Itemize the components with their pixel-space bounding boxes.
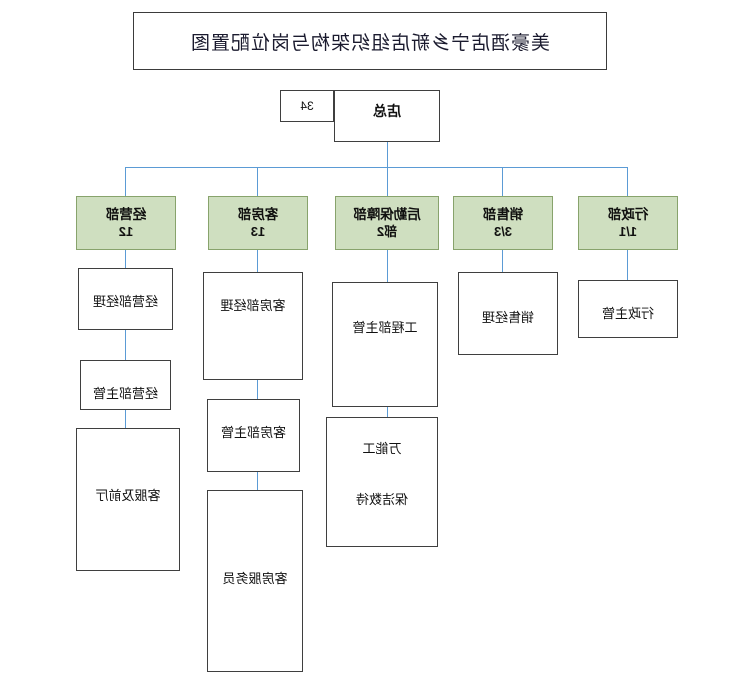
- connector-bus-to-dept-5: [124, 167, 126, 196]
- dept-jingying-count: 12: [118, 224, 134, 239]
- connector-jingying-3: [124, 410, 126, 428]
- dept-xiaoshou[interactable]: 销售部 3/3: [453, 196, 553, 250]
- dept-kefang-label: 客房部: [237, 207, 279, 222]
- node-root[interactable]: 店总: [334, 90, 440, 142]
- chart-title-box: 美豪酒店宁乡新店组织架构与岗位配置图: [133, 12, 607, 70]
- pos-kefu-qianting-label: 客服及前厅: [95, 488, 161, 503]
- connector-bus-to-dept-3: [386, 167, 388, 196]
- pos-gongcheng-zhuguan-label: 工程部主管: [352, 320, 418, 335]
- connector-jingying-2: [124, 330, 126, 360]
- connector-root-down: [386, 142, 388, 168]
- pos-kefu-qianting[interactable]: 客服及前厅: [76, 428, 180, 571]
- dept-xiaoshou-count: 3/3: [493, 224, 513, 239]
- connector-kefang-2: [256, 380, 258, 399]
- connector-xingzheng-1: [626, 250, 628, 280]
- dept-kefang[interactable]: 客房部 13: [208, 196, 308, 250]
- dept-houqin[interactable]: 后勤保障部 部2: [335, 196, 439, 250]
- connector-bus-to-dept-1: [626, 167, 628, 196]
- pos-jingying-zhuguan-label: 经营部主管: [93, 386, 159, 401]
- root-headcount-badge: 34: [280, 90, 334, 122]
- dept-houqin-label: 后勤保障部: [353, 207, 421, 222]
- pos-wannenggong-label: 万能工: [362, 441, 402, 456]
- connector-jingying-1: [124, 250, 126, 268]
- dept-houqin-count: 部2: [376, 224, 398, 239]
- pos-baojie-label: 保洁数待: [356, 492, 409, 507]
- connector-xiaoshou-1: [501, 250, 503, 272]
- pos-jingying-zhuguan[interactable]: 经营部主管: [80, 360, 171, 410]
- pos-kefang-zhuguan[interactable]: 客房部主管: [207, 399, 300, 472]
- dept-xingzheng[interactable]: 行政部 1/1: [578, 196, 678, 250]
- dept-jingying-label: 经营部: [105, 207, 147, 222]
- dept-jingying[interactable]: 经营部 12: [76, 196, 176, 250]
- node-root-label: 店总: [373, 103, 401, 119]
- pos-xingzheng-zhuguan-label: 行政主管: [602, 306, 655, 321]
- connector-horizontal-bus: [126, 167, 628, 169]
- connector-bus-to-dept-2: [501, 167, 503, 196]
- pos-kefang-jingli-label: 客房部经理: [220, 298, 286, 313]
- dept-xingzheng-label: 行政部: [607, 207, 649, 222]
- pos-kefang-jingli[interactable]: 客房部经理: [203, 272, 303, 380]
- connector-houqin-2: [386, 407, 388, 417]
- page-title: 美豪酒店宁乡新店组织架构与岗位配置图: [190, 32, 551, 54]
- pos-houqin-staff[interactable]: 万能工 保洁数待: [326, 417, 438, 547]
- connector-houqin-1: [386, 250, 388, 282]
- pos-xingzheng-zhuguan[interactable]: 行政主管: [578, 280, 678, 338]
- pos-jingying-jingli[interactable]: 经营部经理: [78, 268, 173, 330]
- pos-kefang-fuwuyuan-label: 客房服务员: [222, 571, 288, 586]
- pos-kefang-fuwuyuan[interactable]: 客房服务员: [207, 490, 303, 672]
- pos-jingying-jingli-label: 经营部经理: [93, 294, 159, 309]
- pos-xiaoshou-jingli-label: 销售经理: [482, 310, 535, 325]
- dept-xiaoshou-label: 销售部: [482, 207, 524, 222]
- dept-kefang-count: 13: [250, 224, 266, 239]
- connector-kefang-3: [256, 472, 258, 490]
- connector-bus-to-dept-4: [256, 167, 258, 196]
- pos-gongcheng-zhuguan[interactable]: 工程部主管: [332, 282, 438, 407]
- pos-xiaoshou-jingli[interactable]: 销售经理: [458, 272, 558, 355]
- pos-kefang-zhuguan-label: 客房部主管: [221, 425, 287, 440]
- dept-xingzheng-count: 1/1: [618, 224, 638, 239]
- connector-kefang-1: [256, 250, 258, 272]
